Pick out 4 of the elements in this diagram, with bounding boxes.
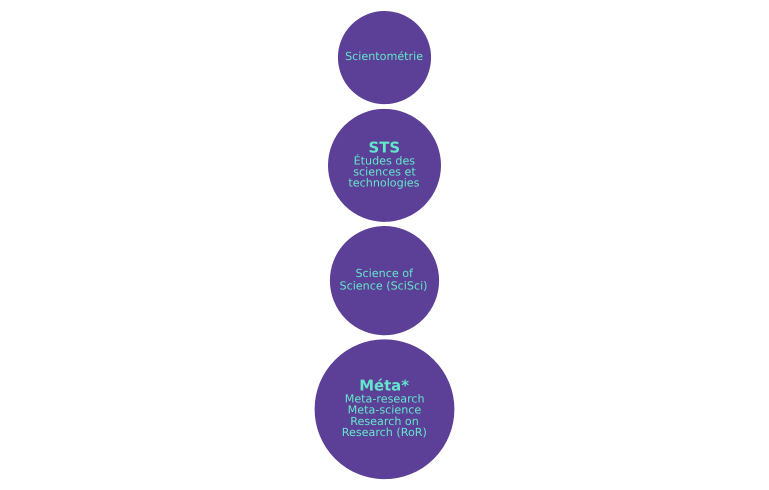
node-circle: Science of Science (SciSci) <box>330 226 440 336</box>
node-circle: STS Études des sciences et technologies <box>328 108 442 222</box>
node-circle: Méta* Meta-research Meta-science Research on Research (RoR) <box>314 339 454 480</box>
node-circle: Scientométrie <box>338 10 432 104</box>
